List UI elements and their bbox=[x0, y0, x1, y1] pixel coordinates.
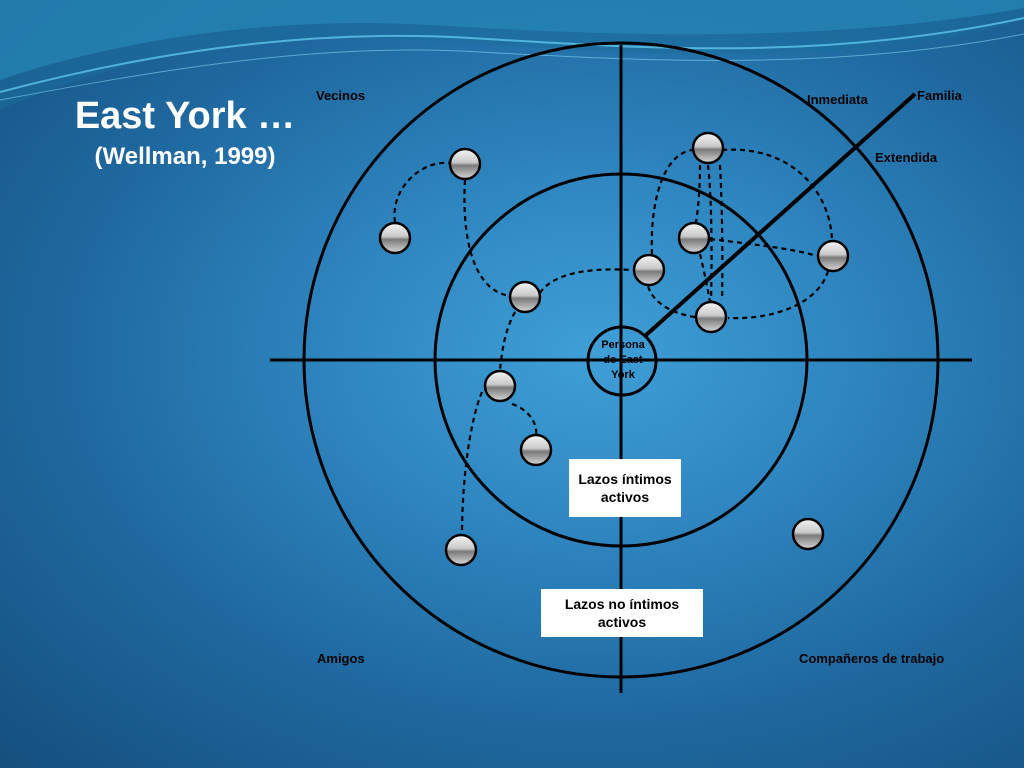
center-person-node bbox=[586, 325, 658, 397]
box-nonintimate-line2: activos bbox=[597, 614, 647, 630]
contact-node bbox=[483, 369, 517, 403]
tie-lines bbox=[393, 148, 834, 536]
contact-node bbox=[816, 239, 850, 273]
contact-node bbox=[791, 517, 825, 551]
center-label-line3: York bbox=[611, 369, 635, 381]
box-intimate-line1: Lazos íntimos bbox=[578, 471, 672, 487]
box-non-intimate-ties: Lazos no íntimos activos bbox=[541, 589, 703, 637]
label-vecinos: Vecinos bbox=[316, 88, 366, 103]
page-title: East York … bbox=[74, 95, 296, 137]
family-axis bbox=[643, 92, 917, 338]
label-companeros: Compañeros de trabajo bbox=[799, 651, 945, 666]
box-intimate-line2: activos bbox=[600, 489, 650, 505]
contact-node bbox=[519, 433, 553, 467]
contact-nodes bbox=[378, 131, 850, 567]
contact-node bbox=[632, 253, 666, 287]
center-label: Persona de East York bbox=[588, 338, 658, 383]
label-amigos: Amigos bbox=[317, 651, 365, 666]
title-block: East York … (Wellman, 1999) bbox=[40, 92, 330, 174]
contact-node bbox=[508, 280, 542, 314]
decorative-waves bbox=[0, 0, 1024, 110]
box-nonintimate-line1: Lazos no íntimos bbox=[564, 596, 680, 612]
contact-node bbox=[691, 131, 725, 165]
contact-node bbox=[448, 147, 482, 181]
contact-node bbox=[694, 300, 728, 334]
box-intimate-ties: Lazos íntimos activos bbox=[569, 459, 681, 517]
contact-node bbox=[677, 221, 711, 255]
contact-node bbox=[444, 533, 478, 567]
contact-node bbox=[378, 221, 412, 255]
center-label-line1: Persona bbox=[601, 339, 645, 351]
label-extendida: Extendida bbox=[875, 150, 938, 165]
center-label-line2: de East bbox=[603, 354, 643, 366]
label-inmediata: Inmediata bbox=[807, 92, 868, 107]
label-familia: Familia bbox=[917, 88, 962, 103]
page-subtitle: (Wellman, 1999) bbox=[94, 143, 276, 170]
